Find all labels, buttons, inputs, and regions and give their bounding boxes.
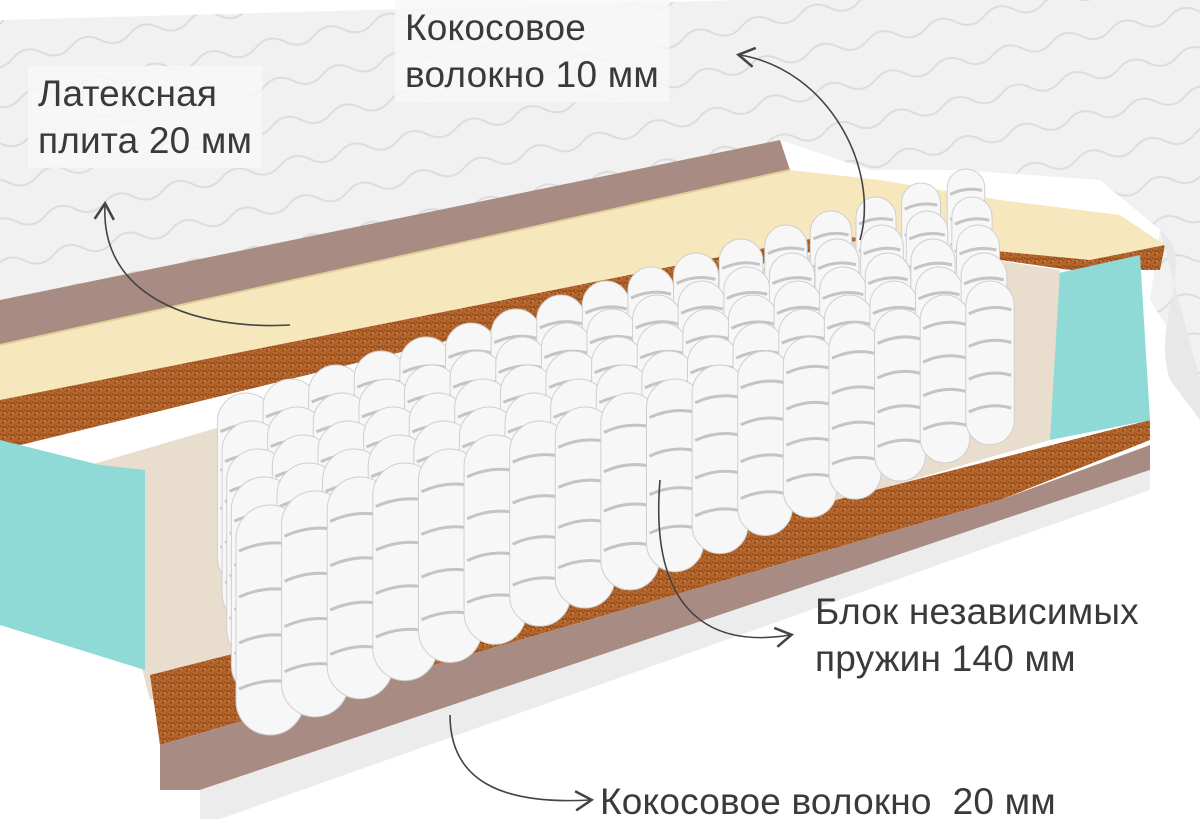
label-springs-line1: Блок независимых — [815, 591, 1139, 632]
mauve-layer-bottom — [160, 445, 1150, 790]
foam-side-right — [1050, 255, 1150, 440]
foam-side-left — [0, 440, 145, 670]
cover-fold — [1160, 230, 1200, 420]
label-coconut-bottom: Кокосовое волокно 20 мм — [600, 778, 1056, 825]
coconut-layer-top — [0, 235, 1165, 450]
spring — [965, 280, 1015, 446]
arrow-coconut-top — [735, 46, 866, 241]
label-latex-line1: Латексная — [38, 73, 218, 114]
top-cover-quilting — [0, 0, 1200, 380]
mauve-layer-top — [0, 140, 790, 345]
spring — [828, 322, 882, 500]
label-coconut-top-line1: Кокосовое — [405, 7, 587, 48]
label-latex-line2: плита 20 мм — [38, 120, 253, 161]
label-coconut-top-line2: волокно 10 мм — [405, 54, 659, 95]
label-latex: Латексная плита 20 мм — [28, 66, 263, 168]
spring — [782, 336, 838, 518]
label-springs-line2: пружин 140 мм — [815, 638, 1076, 679]
bottom-cover — [200, 470, 1150, 819]
spring-block — [216, 168, 1015, 736]
arrow-latex — [93, 200, 291, 327]
arrow-springs — [658, 479, 795, 648]
label-coconut-top: Кокосовое волокно 10 мм — [395, 0, 669, 102]
spring — [919, 294, 971, 464]
label-springs: Блок независимых пружин 140 мм — [815, 588, 1139, 682]
spring — [874, 308, 926, 482]
arrow-coconut-bottom — [449, 714, 595, 812]
label-coconut-bottom-line1: Кокосовое волокно 20 мм — [600, 781, 1056, 822]
spring — [737, 350, 793, 536]
